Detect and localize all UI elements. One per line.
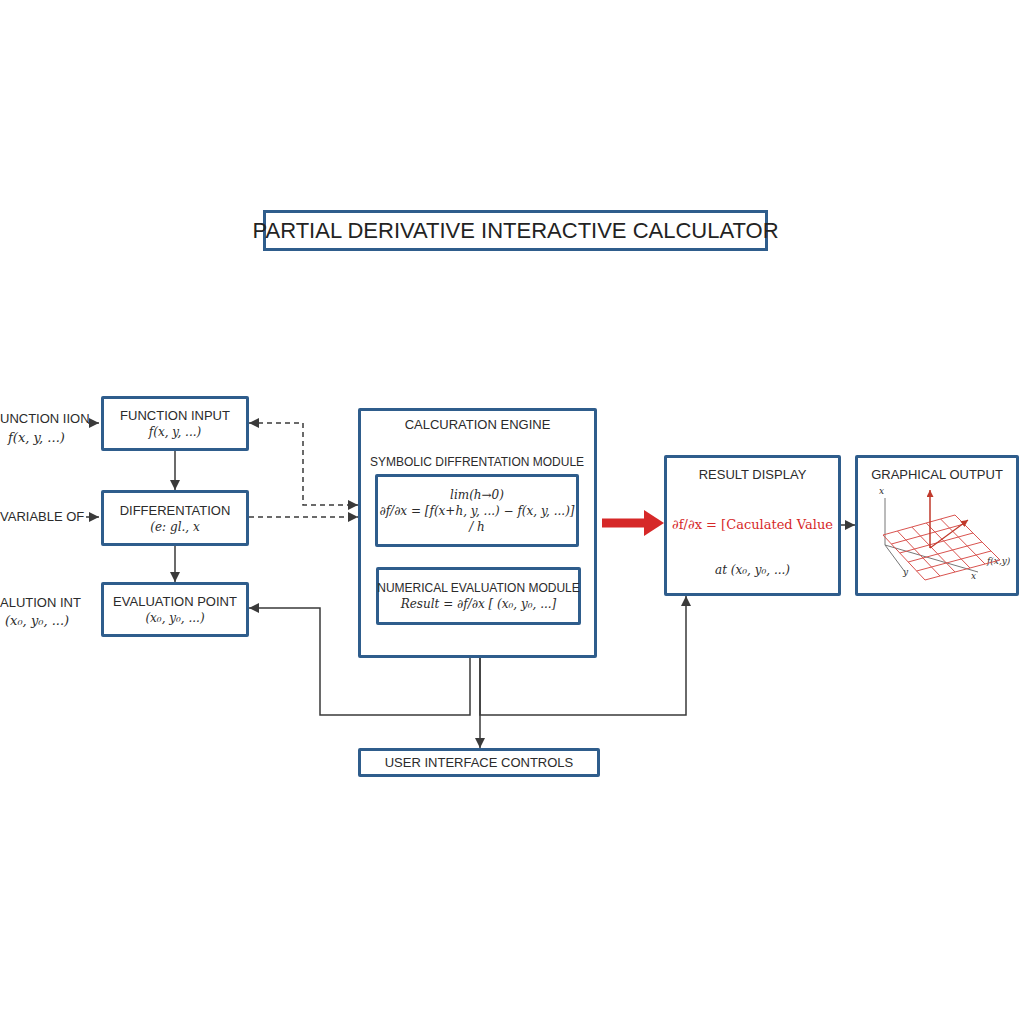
axis-label: f(x,y) bbox=[987, 556, 1010, 566]
input-box: EVALUATION POINT(x₀, y₀, ...) bbox=[101, 582, 249, 637]
node-text: (x₀, y₀, ...) bbox=[145, 610, 204, 626]
node-text: (e: gl., x bbox=[150, 519, 199, 535]
input-label: f(x, y, ...) bbox=[8, 430, 65, 446]
connector-line bbox=[479, 658, 481, 748]
input-label: VARIABLE OF bbox=[0, 509, 84, 525]
input-leader-arrow bbox=[88, 422, 99, 424]
input-label: (x₀, y₀, ...) bbox=[5, 613, 69, 629]
node-text: lim(h→0) bbox=[450, 487, 504, 503]
node-text: f(x, y, ...) bbox=[149, 424, 201, 440]
node-heading: RESULT DISPLAY bbox=[627, 466, 878, 483]
input-label: ALUTION INT bbox=[0, 595, 81, 611]
output-box: GRAPHICAL OUTPUT bbox=[855, 455, 1019, 596]
node-text: ∂f/∂x = [f(x+h, y, ...) − f(x, y, ...)] … bbox=[378, 503, 576, 535]
engine-container: CALCURATION ENGINESYMBOLIC DIFFRENTATION… bbox=[358, 408, 597, 658]
flow-arrow bbox=[602, 519, 664, 528]
node-heading: NUMERICAL EVALUATION MODULE bbox=[377, 581, 579, 596]
module-box: NUMERICAL EVALUATION MODULEResult = ∂f/∂… bbox=[376, 567, 581, 625]
input-box: DIFFERENTATION(e: gl., x bbox=[101, 490, 249, 546]
node-text: ∂f/∂x = [Caculated Value bbox=[627, 516, 878, 533]
dashed-connector bbox=[249, 423, 358, 505]
node-text: at (x₀, y₀, ...) bbox=[627, 562, 878, 578]
module-box: SYMBOLIC DIFFRENTATION MODULElim(h→0)∂f/… bbox=[375, 474, 579, 547]
diagram-title: PARTIAL DERIVATIVE INTERACTIVE CALCULATO… bbox=[263, 210, 768, 251]
node-heading: FUNCTION INPUT bbox=[120, 407, 230, 424]
dashed-connector bbox=[249, 516, 358, 518]
axis-label: y bbox=[903, 567, 908, 577]
controls-box: USER INTERFACE CONTROLS bbox=[358, 748, 600, 777]
node-heading: EVALUATION POINT bbox=[113, 593, 237, 610]
input-label: UNCTION IION bbox=[0, 411, 90, 427]
node-heading: USER INTERFACE CONTROLS bbox=[385, 754, 574, 771]
input-box: FUNCTION INPUTf(x, y, ...) bbox=[101, 396, 249, 451]
axis-label: x bbox=[879, 486, 884, 496]
node-text: Result = ∂f/∂x [ (x₀, y₀, ...] bbox=[401, 596, 557, 612]
node-heading: SYMBOLIC DIFFRENTATION MODULE bbox=[338, 455, 616, 470]
connector-line bbox=[174, 451, 176, 490]
axis-label: x bbox=[971, 571, 976, 581]
input-leader-arrow bbox=[86, 516, 99, 518]
connector-line bbox=[174, 546, 176, 582]
node-heading: GRAPHICAL OUTPUT bbox=[818, 466, 1024, 483]
node-heading: DIFFERENTATION bbox=[120, 502, 231, 519]
output-box: RESULT DISPLAY∂f/∂x = [Caculated Valueat… bbox=[664, 455, 841, 596]
node-heading: CALCURATION ENGINE bbox=[321, 416, 634, 433]
connector-line bbox=[841, 524, 855, 526]
